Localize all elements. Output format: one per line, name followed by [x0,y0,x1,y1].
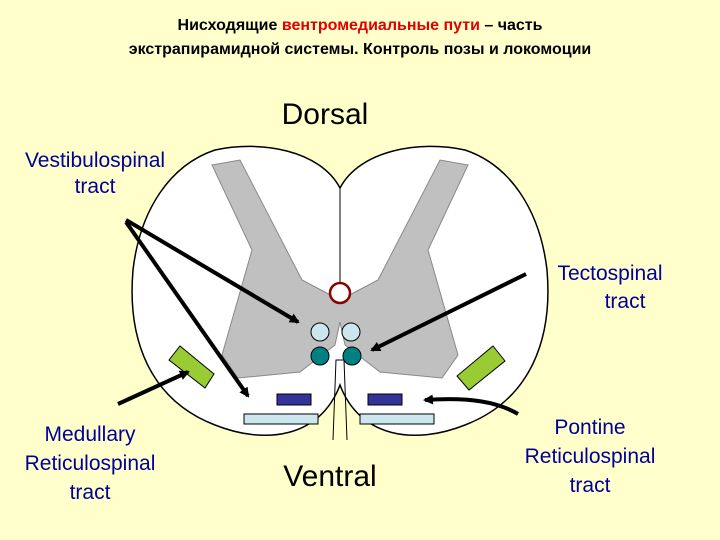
title-highlight: вентромедиальные пути [281,17,480,34]
label-vestibulospinal-tract: Vestibulospinal tract [24,149,166,198]
tract-navy-left [276,393,312,406]
central-canal [328,281,352,305]
tract-teal-left [310,346,330,366]
label-pontine-reticulospinal-tract: Pontine Reticulospinal tract [524,416,656,497]
tract-teal-right [342,346,362,366]
arrow-pontine-reticulospinal [423,394,520,416]
tract-green-right [456,345,506,391]
tract-light-blue-left [310,322,330,342]
tract-light-blue-bar-right [359,413,435,425]
tract-light-blue-bar-left [243,413,319,425]
title-line-2: экстрапирамидной системы. Контроль позы … [128,41,592,58]
arrow-vestibulospinal-ventral [124,220,250,398]
label-ventral: Ventral [283,460,377,493]
label-medullary-reticulospinal-tract: Medullary Reticulospinal tract [24,423,156,504]
label-tectospinal-tract: Tectospinal tract [557,262,663,313]
arrow-tectospinal [370,272,527,352]
label-dorsal: Dorsal [281,98,369,131]
slide-title: Нисходящие вентромедиальные пути – часть… [0,14,720,62]
arrow-vestibulospinal-medial [124,218,300,324]
tract-green-left [168,345,215,389]
title-line-1: Нисходящие вентромедиальные пути – часть [177,17,543,34]
arrow-medullary-reticulospinal [117,370,190,406]
tract-light-blue-right [341,322,361,342]
ventral-median-fissure [332,359,348,441]
tract-navy-right [367,393,403,406]
